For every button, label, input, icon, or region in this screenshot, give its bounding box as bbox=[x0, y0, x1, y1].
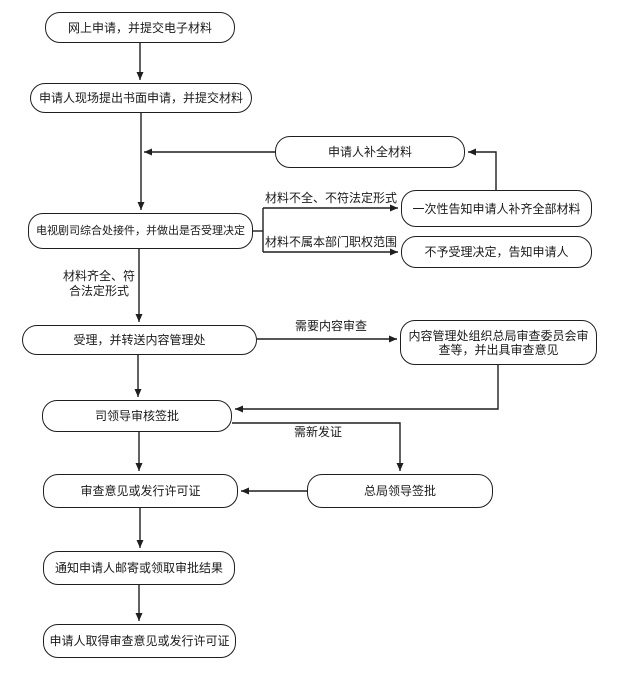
node-onsite-apply: 申请人现场提出书面申请，并提交材料 bbox=[30, 83, 252, 113]
node-supplement-materials: 申请人补全材料 bbox=[275, 136, 465, 168]
edge-label-need-content-review: 需要内容审查 bbox=[294, 319, 367, 333]
edge-content-review-to-dept-leader bbox=[235, 365, 499, 413]
node-notify-complete: 一次性告知申请人补齐全部材料 bbox=[401, 190, 592, 227]
node-obtain-result: 申请人取得审查意见或发行许可证 bbox=[43, 624, 236, 658]
edge-label-materials-complete: 材料齐全、符合法定形式 bbox=[62, 269, 135, 298]
node-content-review: 内容管理处组织总局审查委员会审查等，并出具审查意见 bbox=[400, 320, 597, 365]
edge-label-materials-incomplete: 材料不全、不符法定形式 bbox=[264, 191, 397, 205]
node-reject-notify: 不予受理决定，告知申请人 bbox=[401, 236, 592, 268]
edge-label-not-jurisdiction: 材料不属本部门职权范围 bbox=[264, 235, 397, 249]
edge-label-need-new-license: 需新发证 bbox=[293, 425, 342, 439]
node-opinion-or-license: 审查意见或发行许可证 bbox=[43, 474, 238, 508]
node-admin-leader-approve: 总局领导签批 bbox=[307, 474, 493, 508]
node-receive-decide: 电视剧司综合处接件，并做出是否受理决定 bbox=[28, 213, 253, 249]
edge-notify-complete-to-supplement bbox=[468, 148, 497, 190]
node-dept-leader-approve: 司领导审核签批 bbox=[42, 400, 232, 432]
node-online-apply: 网上申请，并提交电子材料 bbox=[45, 12, 235, 43]
node-notify-result: 通知申请人邮寄或领取审批结果 bbox=[43, 551, 235, 585]
node-accept-forward: 受理，并转送内容管理处 bbox=[22, 325, 257, 355]
